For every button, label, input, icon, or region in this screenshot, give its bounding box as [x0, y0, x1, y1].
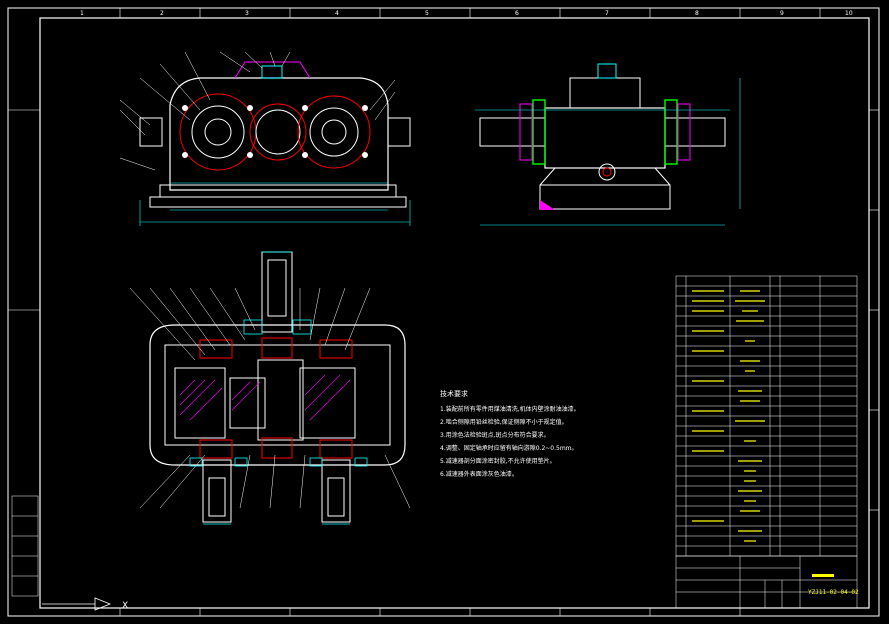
frame-zone-label: 10: [845, 10, 853, 17]
parts-list: [675, 275, 858, 557]
frame-zone-label: 5: [425, 10, 429, 17]
zone-ticks: [8, 8, 879, 616]
frame-zone-label: 8: [695, 10, 699, 17]
frame-zone-label: 2: [160, 10, 164, 17]
note-line: 5.减速器剖分面涂密封胶,不允许使用垫片。: [440, 458, 556, 465]
frame-zone-label: 4: [335, 10, 339, 17]
axis-x-mark-icon: X: [122, 601, 128, 611]
note-line: 2.啮合侧隙用铅丝检验,保证侧隙不小于规定值。: [440, 419, 568, 426]
frame-zone-label: 1: [80, 10, 84, 17]
scale-arrow-icon: [42, 597, 112, 611]
plan-section-view: [129, 251, 411, 525]
front-view: [119, 51, 411, 226]
note-line: 3.用涂色法检验斑点,斑点分布符合要求。: [440, 432, 550, 439]
frame-zone-label: 3: [245, 10, 249, 17]
parts-list-marks: [692, 290, 765, 542]
outer-frame: [7, 7, 880, 617]
drawing-number: YZJ11-02-04-02: [808, 589, 859, 596]
title-block: [675, 555, 858, 609]
inner-frame: [39, 17, 870, 609]
frame-zone-label: 9: [780, 10, 784, 17]
frame-zone-label: 6: [515, 10, 519, 17]
note-line: 6.减速器外表面涂灰色油漆。: [440, 471, 518, 478]
revision-block: [11, 495, 39, 597]
notes-heading: 技术要求: [440, 390, 468, 398]
title-block-name-mark: [812, 574, 834, 577]
note-line: 1.装配前所有零件用煤油清洗,机体内壁涂耐油油漆。: [440, 406, 580, 413]
frame-zone-label: 7: [605, 10, 609, 17]
side-view: [475, 63, 741, 226]
note-line: 4.调整、固定轴承时应留有轴向游隙0.2~0.5mm。: [440, 445, 578, 452]
technical-requirements: 技术要求 1.装配前所有零件用煤油清洗,机体内壁涂耐油油漆。 2.啮合侧隙用铅丝…: [440, 388, 580, 481]
